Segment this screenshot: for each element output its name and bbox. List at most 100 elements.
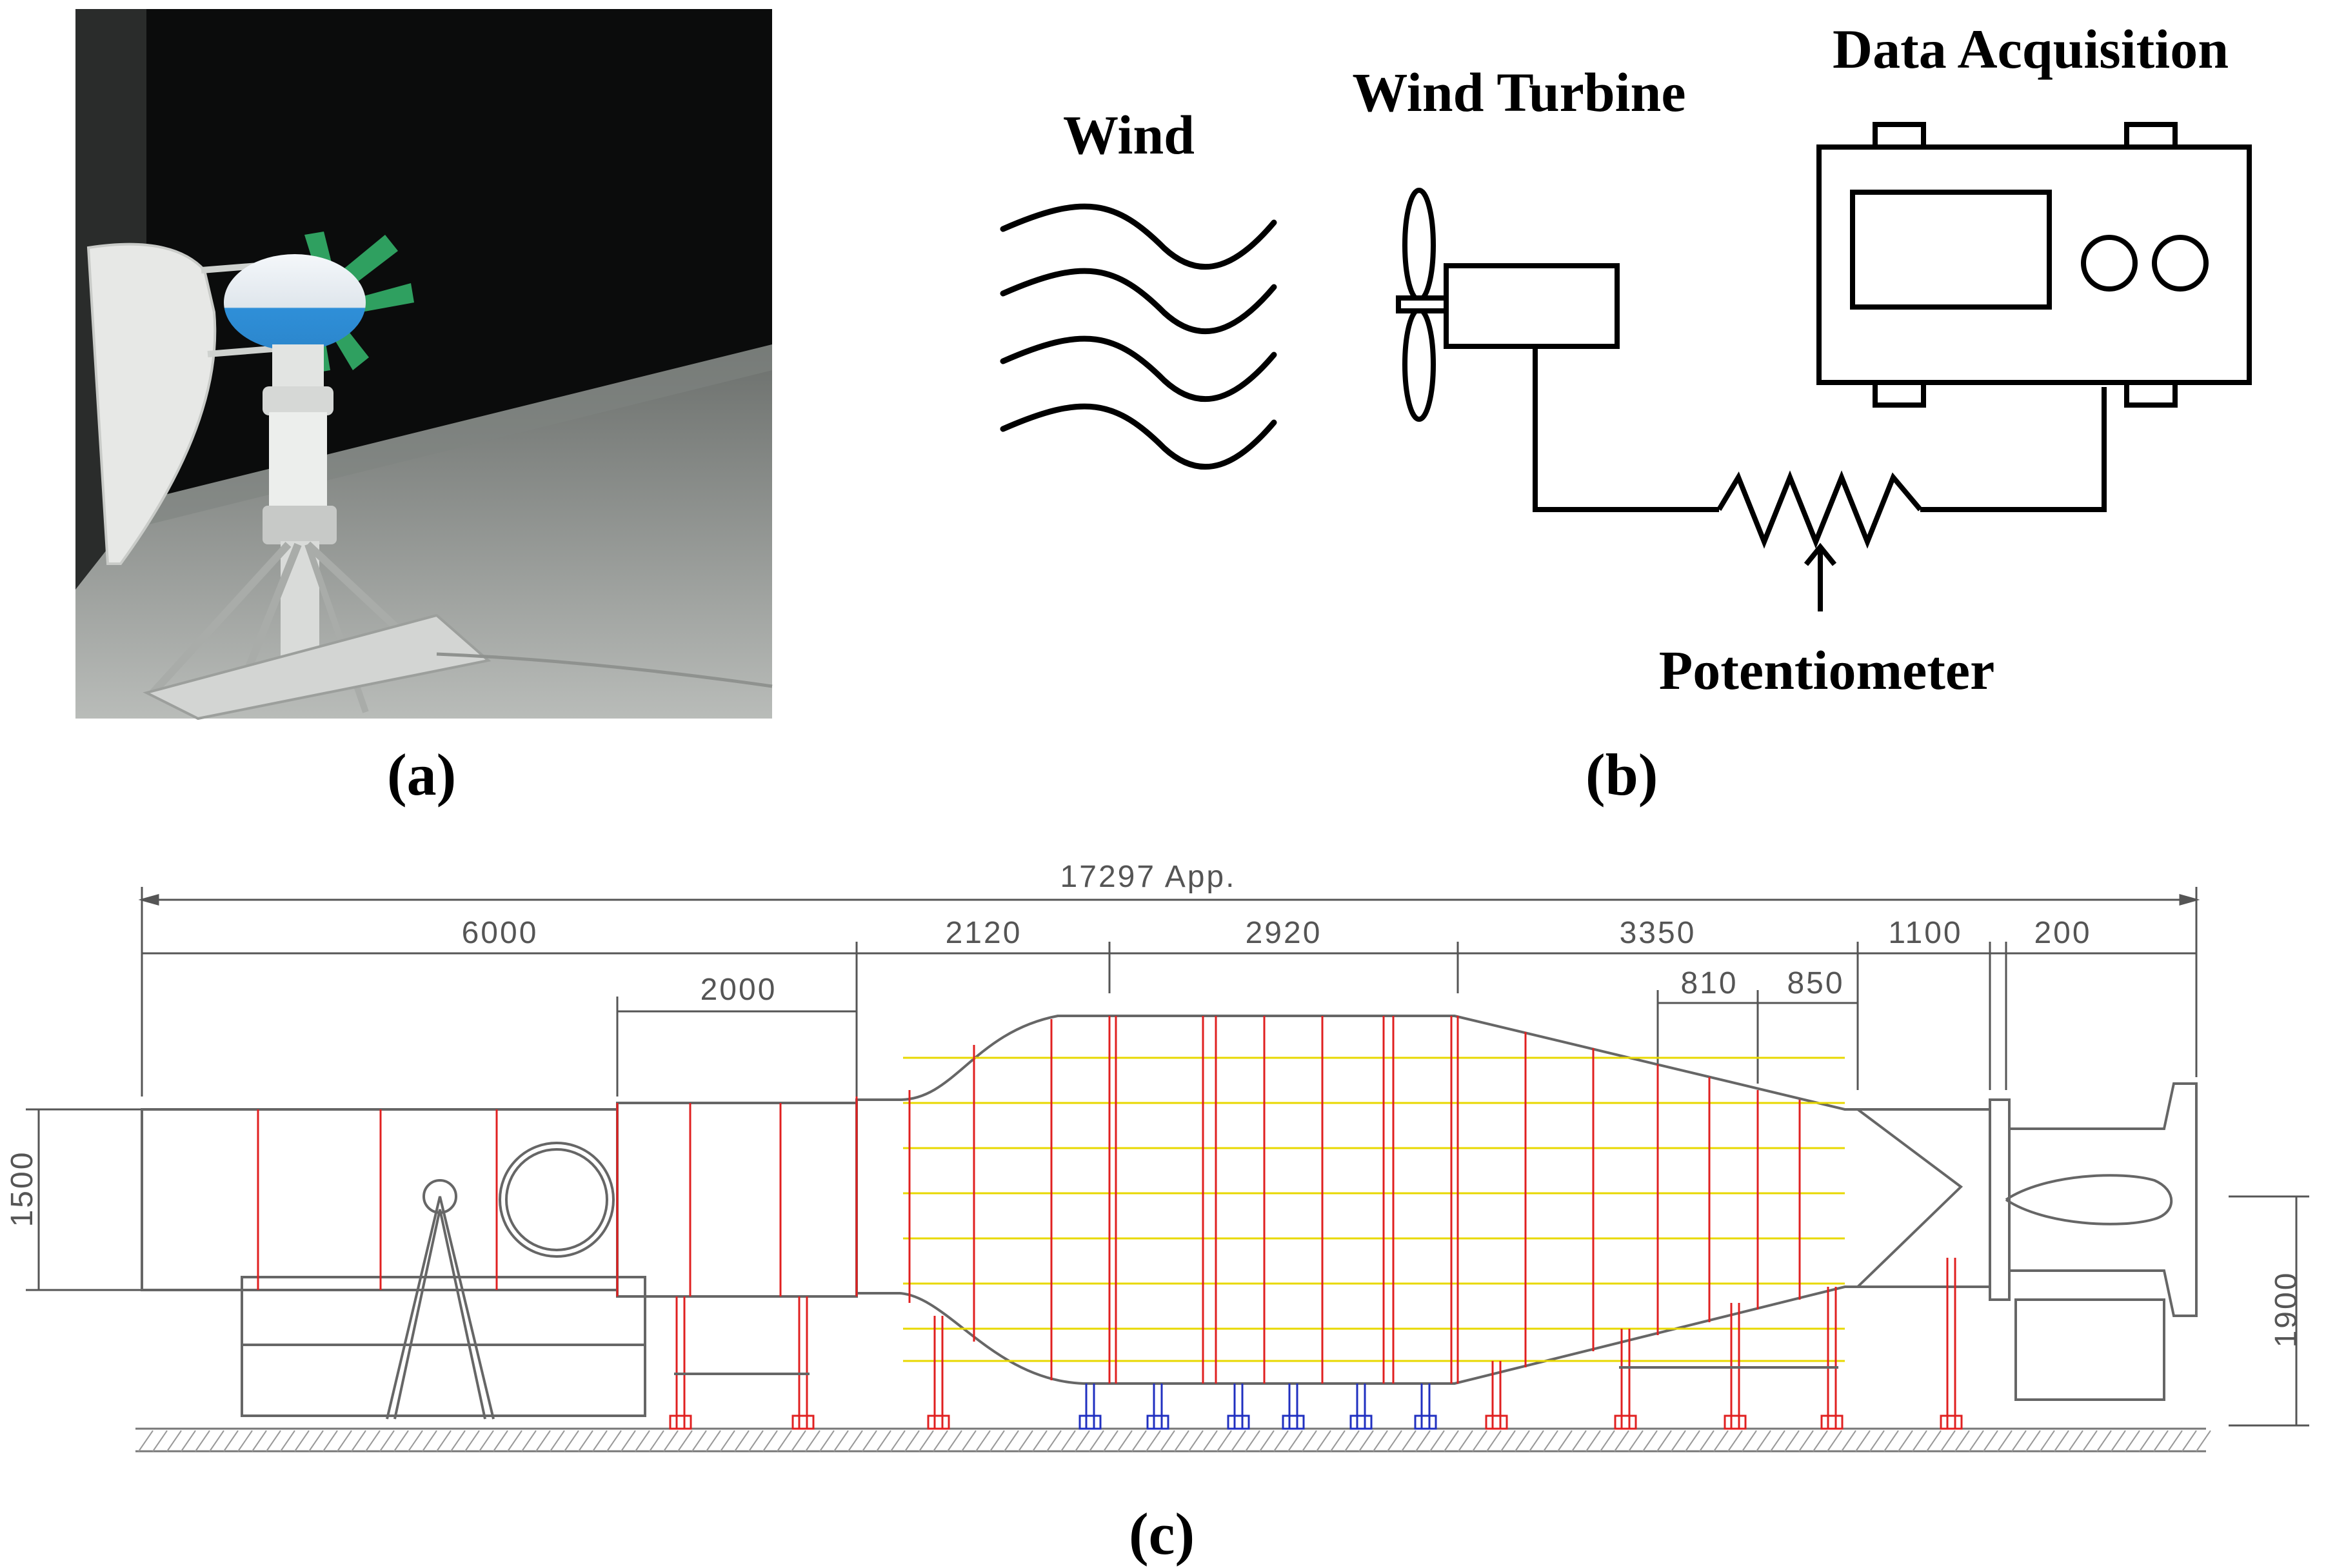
hatch-stroke [649, 1430, 664, 1452]
ground-line [135, 1427, 2206, 1453]
hatch-stroke [507, 1430, 522, 1452]
hatch-stroke [1401, 1430, 1416, 1452]
support-foot [1349, 1414, 1373, 1430]
section-grid-lines [903, 1057, 1845, 1362]
hatch-stroke [365, 1430, 381, 1452]
dim-1900: 1900 [2269, 1271, 2303, 1348]
support-foot [1724, 1414, 1747, 1430]
hatch-stroke [706, 1430, 721, 1452]
hatch-stroke [521, 1430, 537, 1452]
hatch-stroke [493, 1430, 508, 1452]
hatch-stroke [1287, 1430, 1303, 1452]
hatch-stroke [2182, 1430, 2197, 1452]
hatch-stroke [1940, 1430, 1956, 1452]
hatch-stroke [1146, 1430, 1161, 1452]
circuit-wires [1533, 346, 2107, 611]
wind-turbine-label: Wind Turbine [1352, 61, 1685, 123]
dimension-lines [26, 887, 2309, 1427]
hatch-stroke [252, 1430, 267, 1452]
hatch-stroke [2139, 1430, 2154, 1452]
hatch-stroke [2011, 1430, 2027, 1452]
hatch-stroke [464, 1430, 480, 1452]
hatch-stroke [1458, 1430, 1473, 1452]
hatch-stroke [181, 1430, 196, 1452]
hatch-stroke [1642, 1430, 1658, 1452]
hatch-stroke [791, 1430, 806, 1452]
hatch-stroke [677, 1430, 693, 1452]
ground-hatch [138, 1430, 2211, 1452]
support-foot [669, 1414, 692, 1430]
hatch-stroke [1387, 1430, 1402, 1452]
hatch-stroke [1018, 1430, 1033, 1452]
hatch-stroke [408, 1430, 423, 1452]
hatch-stroke [1373, 1430, 1388, 1452]
hatch-stroke [1685, 1430, 1700, 1452]
hatch-stroke [195, 1430, 210, 1452]
hatch-stroke [266, 1430, 281, 1452]
hatch-stroke [1784, 1430, 1800, 1452]
support-foot [1146, 1414, 1169, 1430]
hatch-stroke [1628, 1430, 1644, 1452]
hatch-stroke [280, 1430, 295, 1452]
hatch-stroke [1060, 1430, 1076, 1452]
hatch-stroke [1713, 1430, 1729, 1452]
hatch-stroke [1557, 1430, 1573, 1452]
hatch-stroke [989, 1430, 1005, 1452]
hatch-stroke [1827, 1430, 1842, 1452]
data-acquisition-label: Data Acquisition [1833, 18, 2229, 80]
hatch-stroke [308, 1430, 324, 1452]
hatch-stroke [2196, 1430, 2211, 1452]
hatch-stroke [578, 1430, 593, 1452]
hatch-stroke [1316, 1430, 1331, 1452]
hatch-stroke [1330, 1430, 1346, 1452]
support-foot [1227, 1414, 1250, 1430]
wind-flow-icon [1000, 203, 1277, 470]
hatch-stroke [606, 1430, 622, 1452]
hatch-stroke [1231, 1430, 1246, 1452]
hatch-stroke [1160, 1430, 1175, 1452]
hatch-stroke [1884, 1430, 1899, 1452]
hatch-stroke [1500, 1430, 1516, 1452]
hatch-stroke [1727, 1430, 1743, 1452]
hatch-stroke [2082, 1430, 2098, 1452]
hatch-stroke [564, 1430, 579, 1452]
hatch-stroke [1983, 1430, 1998, 1452]
hatch-stroke [323, 1430, 338, 1452]
hatch-stroke [1089, 1430, 1104, 1452]
hatch-stroke [550, 1430, 565, 1452]
hatch-stroke [1515, 1430, 1530, 1452]
hatch-stroke [1614, 1430, 1629, 1452]
hatch-stroke [777, 1430, 792, 1452]
hatch-stroke [1742, 1430, 1757, 1452]
hatch-stroke [1103, 1430, 1118, 1452]
dim-2120: 2120 [946, 916, 1022, 950]
hatch-stroke [1912, 1430, 1927, 1452]
resistor-zigzag [1716, 470, 1923, 549]
hatch-stroke [422, 1430, 437, 1452]
hatch-stroke [1131, 1430, 1147, 1452]
hatch-stroke [621, 1430, 636, 1452]
hatch-stroke [890, 1430, 906, 1452]
tunnel-outline [141, 1015, 2198, 1420]
dim-2920: 2920 [1246, 916, 1322, 950]
support-foot [1282, 1414, 1305, 1430]
hatch-stroke [1444, 1430, 1459, 1452]
hatch-stroke [351, 1430, 366, 1452]
hatch-stroke [1004, 1430, 1019, 1452]
hatch-stroke [479, 1430, 494, 1452]
hatch-stroke [1699, 1430, 1715, 1452]
support-foot [1820, 1414, 1844, 1430]
hatch-stroke [1671, 1430, 1686, 1452]
dim-overall: 17297 App. [1060, 860, 1237, 894]
hatch-stroke [535, 1430, 551, 1452]
hatch-stroke [152, 1430, 168, 1452]
hatch-stroke [2025, 1430, 2041, 1452]
dim-850: 850 [1787, 966, 1844, 1000]
turbine-symbol [1396, 188, 1620, 422]
hatch-stroke [1202, 1430, 1218, 1452]
hatch-stroke [1032, 1430, 1048, 1452]
hatch-stroke [862, 1430, 877, 1452]
dim-1500: 1500 [5, 1151, 39, 1227]
hatch-stroke [762, 1430, 778, 1452]
